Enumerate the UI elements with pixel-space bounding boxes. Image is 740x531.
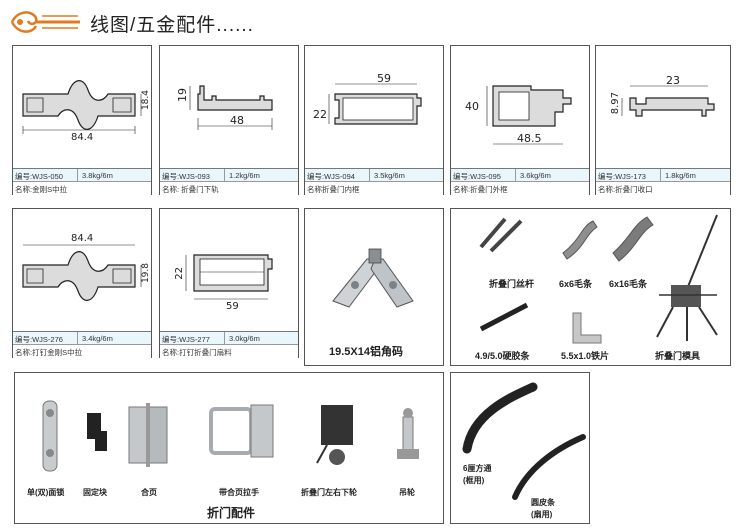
profile-weight: 1.8kg/6m bbox=[660, 169, 740, 181]
profile-code: 编号:WJS-277 bbox=[162, 335, 210, 344]
profile-info: 编号:WJS-094 3.5kg/6m 名称折叠门内框 bbox=[305, 168, 443, 195]
dimension-width: 59 bbox=[377, 72, 391, 85]
profile-code: 编号:WJS-173 bbox=[598, 172, 646, 181]
dimension-height: 19.8 bbox=[141, 263, 151, 284]
dimension-height: 40 bbox=[465, 100, 479, 113]
dimension-width: 84.4 bbox=[71, 233, 94, 244]
profile-card-wjs-093: 19 48 编号:WJS-093 1.2kg/6m 名称: 折叠门下轨 bbox=[159, 45, 299, 195]
profile-name: 名称:折叠门收口 bbox=[598, 185, 653, 194]
profile-code: 编号:WJS-094 bbox=[307, 172, 355, 181]
profile-weight: 3.0kg/6m bbox=[224, 332, 304, 344]
seal-label-leaf-use: (扇用) bbox=[531, 510, 553, 519]
dimension-width: 48.5 bbox=[517, 132, 542, 145]
profile-shape-icon bbox=[22, 80, 142, 134]
hardware-panel: 单(双)面锁 固定块 合页 带合页拉手 折叠门左右下轮 吊轮 折门配件 bbox=[14, 372, 444, 524]
dimension-height: 8.97 bbox=[610, 92, 621, 115]
profile-info: 编号:WJS-093 1.2kg/6m 名称: 折叠门下轨 bbox=[160, 168, 298, 195]
profile-drawing: 19 48 bbox=[160, 46, 298, 168]
dimension-height: 18.4 bbox=[141, 90, 151, 111]
fixed-block-icon bbox=[87, 413, 107, 451]
profile-drawing: 59 22 bbox=[305, 46, 443, 168]
profile-info: 编号:WJS-095 3.6kg/6m 名称:折叠门外框 bbox=[451, 168, 589, 195]
dimension-height: 22 bbox=[313, 108, 327, 121]
accessory-label-screw-rod: 折叠门丝杆 bbox=[489, 279, 535, 289]
seals-panel: 6厘方通 (框用) 圆皮条 (扇用) bbox=[450, 372, 590, 524]
profile-card-wjs-276: 84.4 19.8 编号:WJS-276 3.4kg/6m 名称:打钉金刚S中拉 bbox=[12, 208, 152, 358]
dimension-width: 84.4 bbox=[71, 132, 94, 143]
profile-name: 名称:打钉折叠门扇料 bbox=[162, 348, 232, 357]
profile-code: 编号:WJS-095 bbox=[453, 172, 501, 181]
accessory-label-iron-plate: 5.5x1.0铁片 bbox=[561, 351, 610, 361]
accessory-label-mold-tool: 折叠门模具 bbox=[655, 351, 701, 361]
profile-shape-icon bbox=[486, 85, 572, 145]
dimension-width: 59 bbox=[226, 301, 239, 312]
profile-name: 名称:打钉金刚S中拉 bbox=[15, 348, 83, 357]
profile-info: 编号:WJS-050 3.8kg/6m 名称:金刚S中拉 bbox=[13, 168, 151, 195]
profile-drawing: 84.4 19.8 bbox=[13, 209, 151, 331]
hardware-label-fixed-block: 固定块 bbox=[83, 488, 107, 497]
hardware-section-title: 折门配件 bbox=[207, 506, 256, 520]
page-title: 线图/五金配件...... bbox=[90, 15, 254, 36]
profile-drawing: 40 48.5 bbox=[451, 46, 589, 168]
hardware-label-lock: 单(双)面锁 bbox=[27, 488, 65, 497]
profile-weight: 1.2kg/6m bbox=[224, 169, 304, 181]
hardware-images bbox=[42, 400, 419, 472]
hardware-label-hinge: 合页 bbox=[141, 488, 157, 497]
profile-code: 编号:WJS-276 bbox=[15, 335, 63, 344]
corner-bracket-icon bbox=[332, 248, 414, 308]
seal-label-round-strip: 圆皮条 bbox=[531, 498, 555, 507]
profile-name: 名称: 折叠门下轨 bbox=[162, 185, 219, 194]
corner-connector-label: 19.5X14铝角码 bbox=[329, 346, 403, 358]
hanging-wheel-icon bbox=[397, 408, 419, 459]
hardware-label-hanging-wheel: 吊轮 bbox=[399, 488, 415, 497]
seal-strips-images bbox=[462, 382, 586, 500]
profile-shape-icon bbox=[328, 83, 422, 125]
accessory-label-brush-6x16: 6x16毛条 bbox=[609, 279, 648, 289]
hinge-icon bbox=[128, 403, 168, 467]
profile-weight: 3.6kg/6m bbox=[515, 169, 595, 181]
profile-shape-icon bbox=[189, 85, 273, 130]
profile-card-wjs-095: 40 48.5 编号:WJS-095 3.6kg/6m 名称:折叠门外框 bbox=[450, 45, 590, 195]
hardware-label-bottom-wheel: 折叠门左右下轮 bbox=[301, 488, 357, 497]
profile-info: 编号:WJS-173 1.8kg/6m 名称:折叠门收口 bbox=[596, 168, 730, 195]
accessory-label-brush-6x6: 6x6毛条 bbox=[559, 279, 593, 289]
dimension-height: 19 bbox=[176, 88, 189, 102]
bottom-wheel-icon bbox=[316, 405, 353, 465]
profile-card-wjs-094: 59 22 编号:WJS-094 3.5kg/6m 名称折叠门内框 bbox=[304, 45, 444, 195]
lock-icon bbox=[42, 400, 58, 472]
profile-shape-icon bbox=[621, 85, 715, 117]
profile-info: 编号:WJS-276 3.4kg/6m 名称:打钉金刚S中拉 bbox=[13, 331, 151, 358]
seal-label-frame-use: (框用) bbox=[463, 476, 485, 485]
profile-name: 名称折叠门内框 bbox=[307, 185, 360, 194]
profile-weight: 3.4kg/6m bbox=[77, 332, 157, 344]
profile-shape-icon bbox=[185, 254, 273, 300]
accessories-panel: 折叠门丝杆 6x6毛条 6x16毛条 4.9/5.0硬胶条 5.5x1.0铁片 … bbox=[450, 208, 731, 366]
dimension-height: 22 bbox=[174, 267, 185, 280]
profile-card-wjs-050: 84.4 18.4 编号:WJS-050 3.8kg/6m 名称:金刚S中拉 bbox=[12, 45, 152, 195]
profile-name: 名称:折叠门外框 bbox=[453, 185, 508, 194]
seal-label-square-tube: 6厘方通 bbox=[463, 464, 492, 473]
profile-code: 编号:WJS-093 bbox=[162, 172, 210, 181]
accessory-label-rubber-strip: 4.9/5.0硬胶条 bbox=[475, 351, 530, 361]
profile-weight: 3.8kg/6m bbox=[77, 169, 157, 181]
profile-drawing: 22 59 bbox=[160, 209, 298, 331]
accessories-images bbox=[479, 214, 718, 344]
hardware-label-handle-hinge: 带合页拉手 bbox=[219, 488, 259, 497]
profile-shape-icon bbox=[22, 244, 142, 301]
screw-rod-icon bbox=[479, 217, 523, 253]
profile-code: 编号:WJS-050 bbox=[15, 172, 63, 181]
profile-info: 编号:WJS-277 3.0kg/6m 名称:打钉折叠门扇料 bbox=[160, 331, 298, 358]
profile-card-wjs-277: 22 59 编号:WJS-277 3.0kg/6m 名称:打钉折叠门扇料 bbox=[159, 208, 299, 358]
profile-drawing: 84.4 18.4 bbox=[13, 46, 151, 168]
handle-hinge-icon bbox=[209, 404, 274, 458]
page-header: 线图/五金配件...... bbox=[8, 6, 728, 38]
profile-weight: 3.5kg/6m bbox=[369, 169, 449, 181]
ornament-logo-icon bbox=[10, 11, 80, 33]
profile-name: 名称:金刚S中拉 bbox=[15, 185, 68, 194]
dimension-width: 48 bbox=[230, 114, 244, 127]
profile-drawing: 23 8.97 bbox=[596, 46, 730, 168]
corner-connector-card: 19.5X14铝角码 bbox=[304, 208, 444, 366]
dimension-width: 23 bbox=[666, 74, 680, 87]
profile-card-wjs-173: 23 8.97 编号:WJS-173 1.8kg/6m 名称:折叠门收口 bbox=[595, 45, 731, 195]
